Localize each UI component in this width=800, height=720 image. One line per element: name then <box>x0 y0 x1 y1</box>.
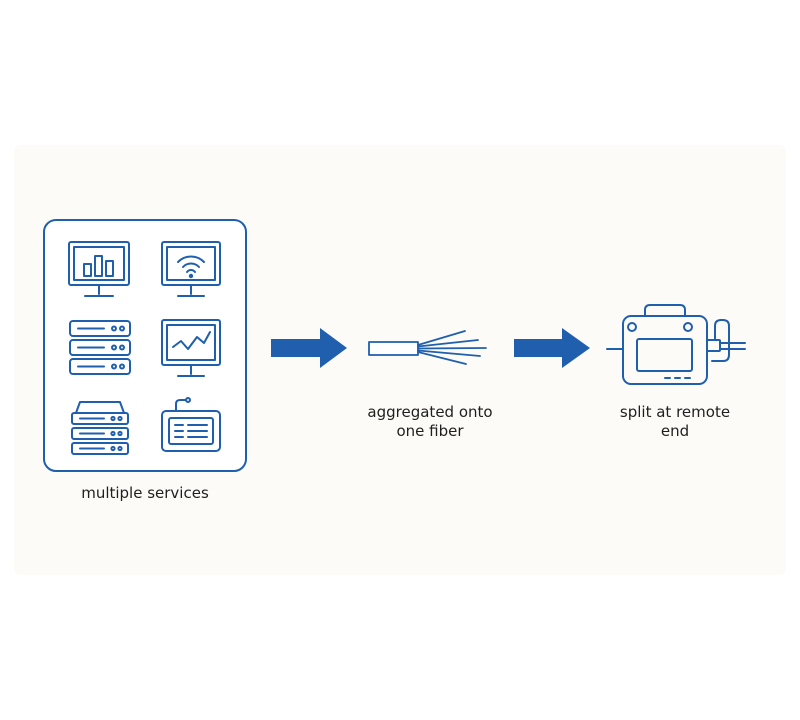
services-box <box>43 219 247 472</box>
monitor-line-chart-icon <box>161 319 221 377</box>
storage-array-icon <box>71 401 129 455</box>
caption-split-line2: end <box>660 422 690 440</box>
right-arrow-icon <box>271 328 347 368</box>
caption-fiber-line2: one fiber <box>396 422 464 440</box>
caption-services-text: multiple services <box>81 484 209 502</box>
caption-aggregated-fiber: aggregated onto one fiber <box>340 403 520 441</box>
caption-fiber-line1: aggregated onto <box>367 403 493 421</box>
monitor-bar-chart-icon <box>68 241 130 297</box>
fiber-cable-icon <box>368 330 487 365</box>
control-panel-icon <box>161 397 221 452</box>
right-arrow-icon <box>514 328 590 368</box>
server-stack-icon <box>69 320 131 375</box>
caption-split-line1: split at remote <box>619 403 731 421</box>
caption-multiple-services: multiple services <box>44 484 246 503</box>
remote-terminal-icon <box>606 304 746 385</box>
caption-split-remote: split at remote end <box>585 403 765 441</box>
monitor-wifi-icon <box>161 241 221 297</box>
